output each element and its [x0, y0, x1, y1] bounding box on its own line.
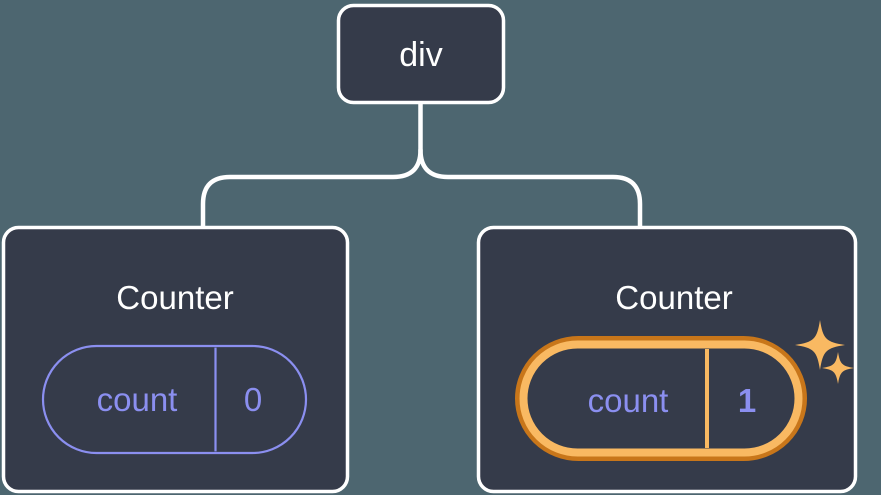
state-key-label: count — [588, 382, 669, 419]
node-root-div[interactable]: div — [336, 3, 506, 105]
card-box[interactable] — [476, 225, 858, 494]
state-pill-outline[interactable] — [41, 344, 308, 455]
card-counter-left[interactable]: Counter count 0 — [1, 225, 350, 494]
state-pill-inner-ring[interactable] — [519, 340, 803, 457]
card-title: Counter — [116, 279, 233, 316]
state-key-label: count — [97, 381, 178, 418]
state-value-label: 0 — [244, 381, 262, 418]
card-box[interactable] — [1, 225, 350, 494]
connector-root-to-left — [200, 98, 423, 231]
state-pill[interactable]: count 0 — [41, 344, 308, 455]
card-title: Counter — [615, 279, 732, 316]
card-counter-right[interactable]: Counter count 1 — [476, 225, 858, 494]
root-node-label: div — [399, 36, 442, 74]
sparkle-icon — [795, 320, 845, 370]
sparkle-group — [795, 320, 854, 384]
sparkle-icon — [822, 352, 854, 384]
root-node-box[interactable] — [336, 3, 506, 105]
connector-root-to-right — [418, 147, 643, 231]
state-value-label: 1 — [738, 382, 756, 419]
state-pill-highlighted[interactable]: count 1 — [515, 336, 807, 461]
